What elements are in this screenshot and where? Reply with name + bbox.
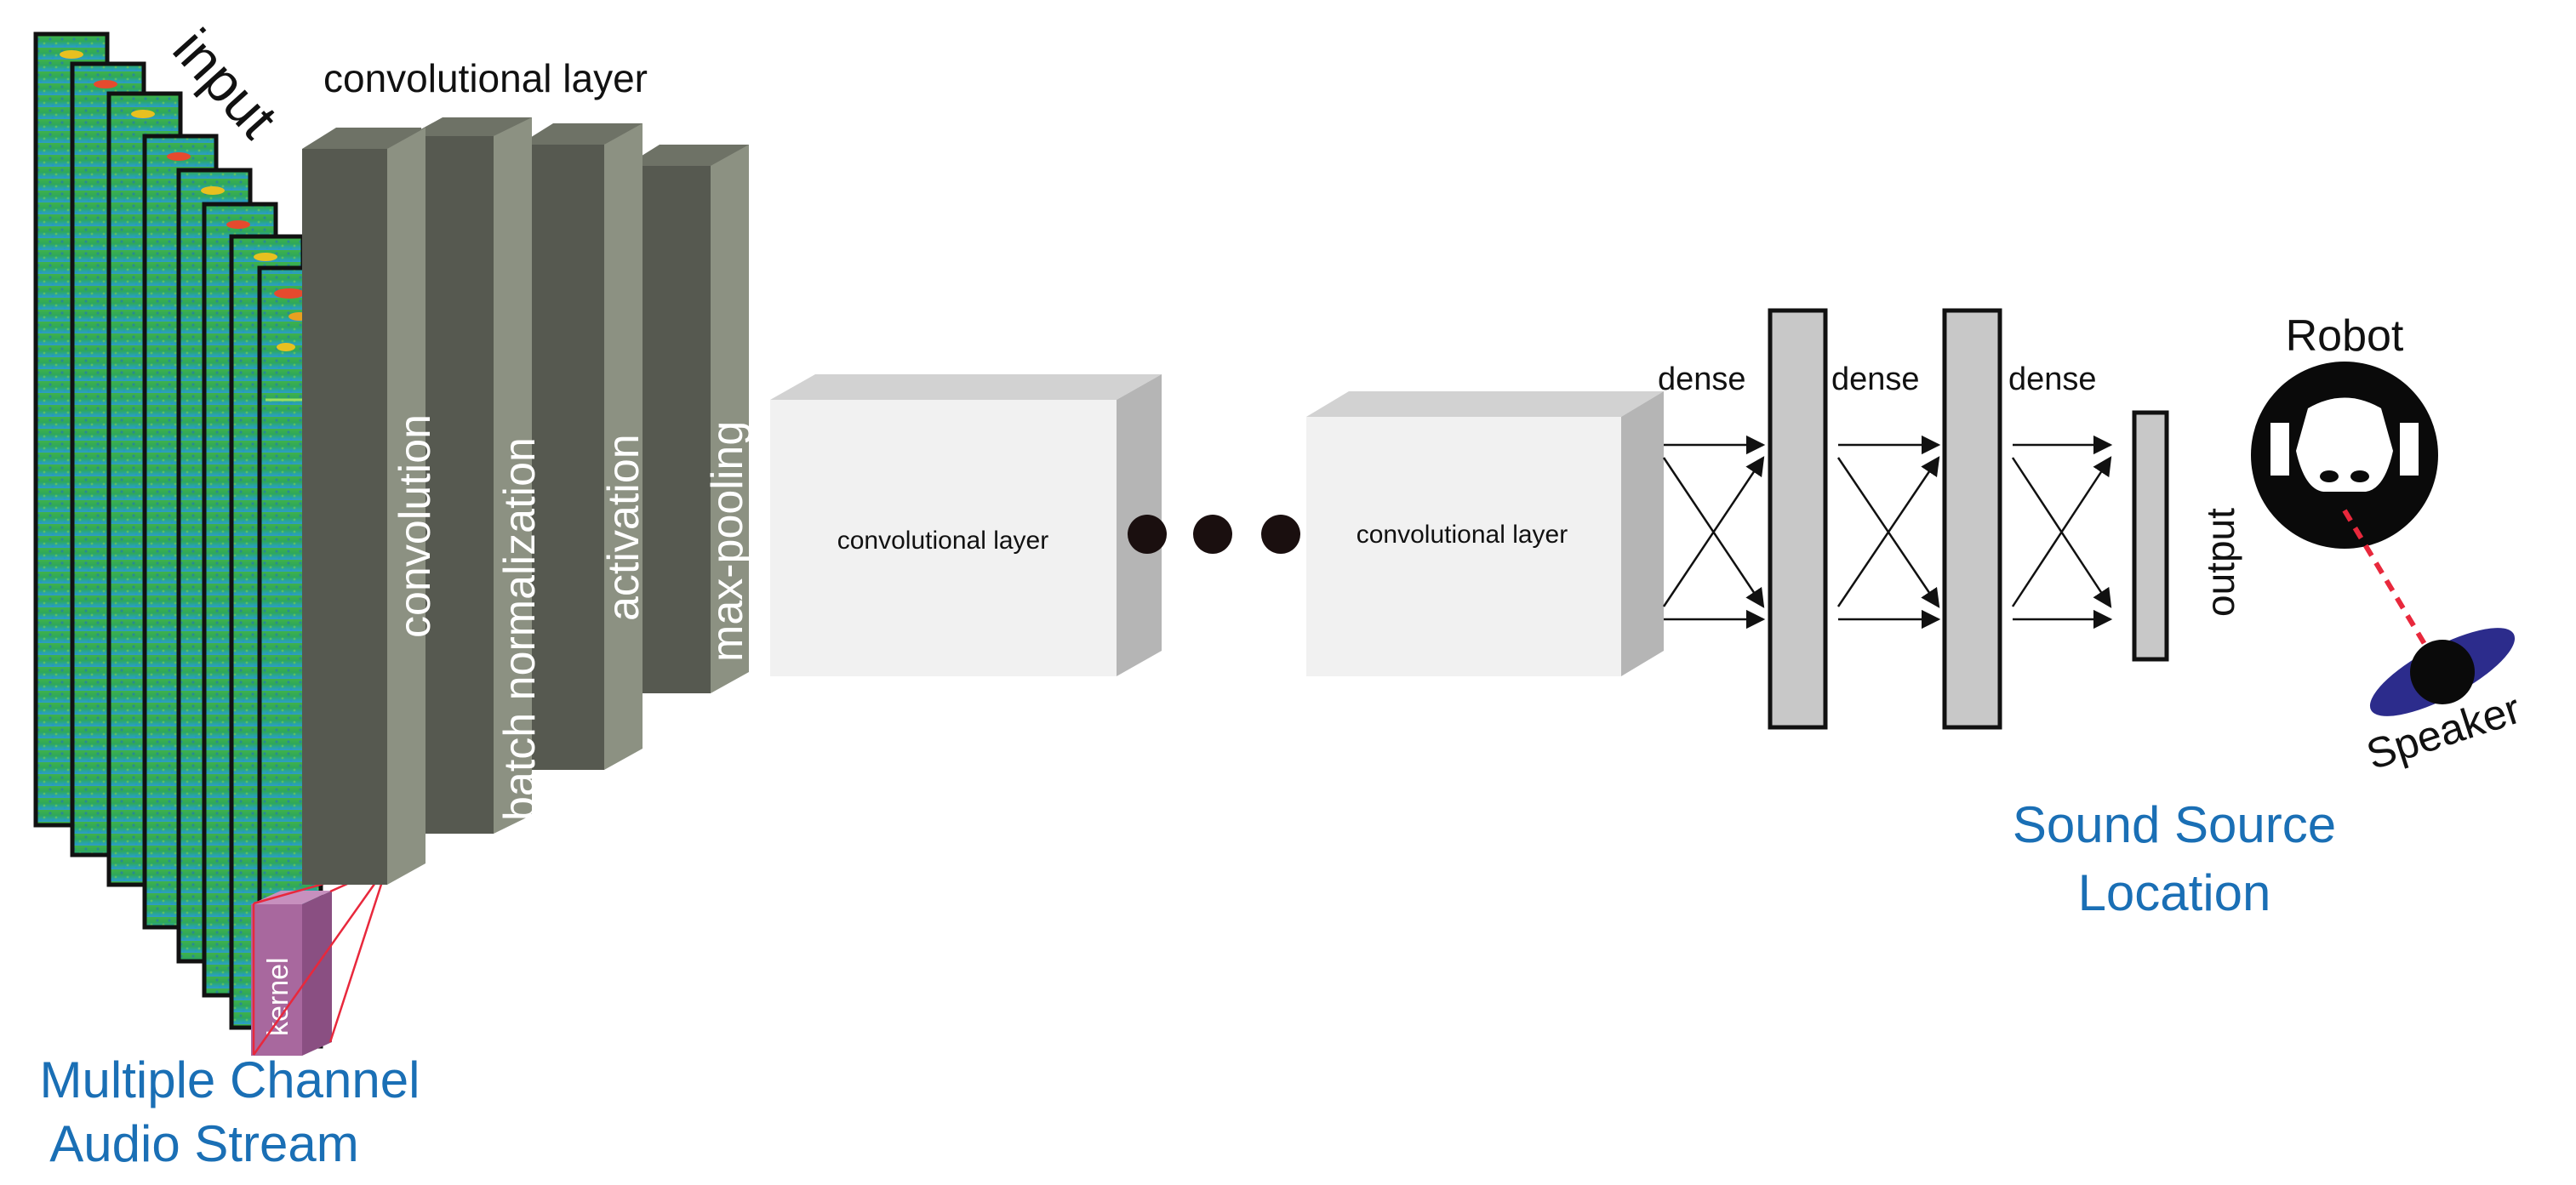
robot-speaker-link — [2342, 509, 2435, 658]
audio-stream-caption-line2: Audio Stream — [49, 1115, 359, 1172]
audio-stream-caption-line1: Multiple Channel — [40, 1051, 420, 1108]
conv-layer-box-3-label: convolutional layer — [1357, 521, 1568, 549]
output-label: output — [2198, 508, 2242, 617]
output-layer — [2132, 410, 2169, 662]
slab-label-activation: activation — [599, 434, 648, 621]
dense-label-2: dense — [1831, 362, 1920, 397]
dense-layer-2 — [1942, 308, 2002, 730]
robot-label: Robot — [2286, 311, 2404, 361]
ellipsis-dots — [1128, 515, 1300, 554]
dense-arrows-2 — [1836, 435, 1941, 630]
conv-layer-box-2-label: convolutional layer — [837, 527, 1048, 555]
slab-convolution — [302, 128, 426, 885]
slab-activation — [519, 123, 643, 770]
slab-label-max-pooling: max-pooling — [703, 421, 752, 662]
dense-arrows-3 — [2011, 435, 2113, 630]
slab-label-convolution: convolution — [391, 414, 440, 638]
speaker-icon — [2369, 628, 2516, 716]
sound-source-caption-line2: Location — [2078, 864, 2271, 921]
dense-arrows-1 — [1662, 435, 1766, 630]
dense-layer-1 — [1768, 308, 1828, 730]
dense-label-3: dense — [2008, 362, 2097, 397]
conv-layer-box-3 — [1306, 391, 1664, 676]
sound-source-caption-line1: Sound Source — [2013, 796, 2336, 853]
conv-layer-box-2 — [770, 374, 1162, 676]
kernel-box — [251, 891, 332, 1056]
dense-label-1: dense — [1658, 362, 1746, 397]
conv-block-title: convolutional layer — [323, 56, 648, 100]
kernel-label: kernel — [262, 957, 294, 1036]
slab-label-batch-normalization: batch normalization — [495, 437, 545, 821]
robot-icon — [2251, 362, 2438, 549]
